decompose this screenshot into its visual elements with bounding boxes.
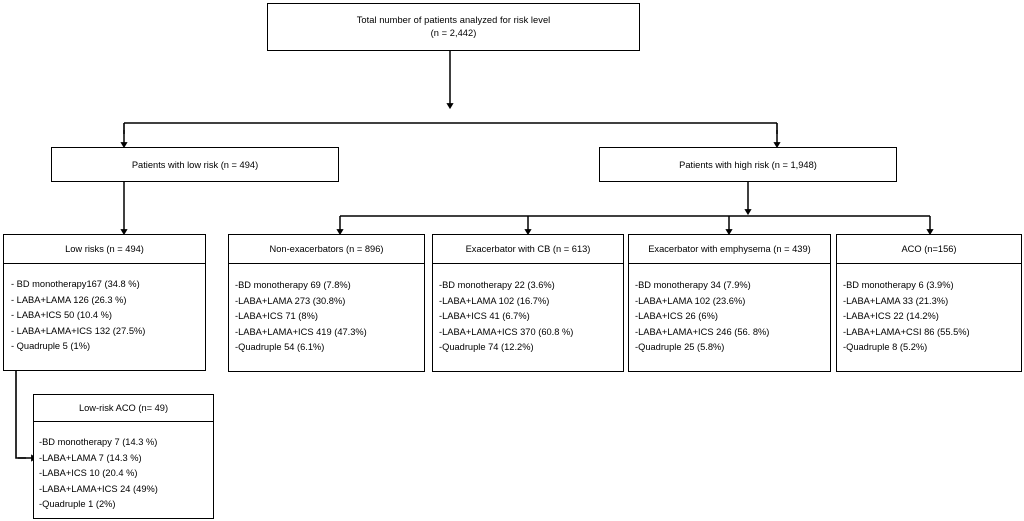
list-item: - LABA+LAMA+ICS 132 (27.5%) — [11, 325, 146, 336]
list-item: -BD monotherapy 7 (14.3 %) — [39, 437, 158, 447]
group-exacerbator-cb-header: Exacerbator with CB (n = 613) — [433, 235, 623, 264]
list-item: -LABA+LAMA+ICS 24 (49%) — [39, 483, 158, 494]
list-item: - Quadruple 5 (1%) — [11, 341, 91, 352]
root-box-text: Total number of patients analyzed for ri… — [268, 4, 639, 39]
list-item: - LABA+LAMA 126 (26.3 %) — [11, 294, 127, 305]
low-risk-label: Patients with low risk (n = 494) — [131, 160, 259, 170]
group-low-risk-aco: Low-risk ACO (n= 49) -BD monotherapy 7 (… — [33, 394, 214, 519]
group-exacerbator-emphysema: Exacerbator with emphysema (n = 439) -BD… — [628, 234, 831, 372]
list-item: -LABA+LAMA 33 (21.3%) — [843, 295, 949, 306]
group-aco: ACO (n=156) -BD monotherapy 6 (3.9%) -LA… — [836, 234, 1022, 372]
root-title: Total number of patients analyzed for ri… — [356, 15, 551, 25]
group-non-exacerbators-body: -BD monotherapy 69 (7.8%) -LABA+LAMA 273… — [229, 264, 424, 371]
group-non-exacerbators: Non-exacerbators (n = 896) -BD monothera… — [228, 234, 425, 372]
group-exacerbator-emphysema-body: -BD monotherapy 34 (7.9%) -LABA+LAMA 102… — [629, 264, 830, 371]
connector-low-risks-to-low-risk-aco-path — [15, 371, 26, 459]
list-item: -LABA+ICS 26 (6%) — [635, 311, 718, 322]
group-non-exacerbators-header: Non-exacerbators (n = 896) — [229, 235, 424, 264]
list-item: -LABA+LAMA+CSI 86 (55.5%) — [843, 326, 970, 337]
list-item: - BD monotherapy167 (34.8 %) — [11, 279, 140, 289]
list-item: -LABA+ICS 71 (8%) — [235, 311, 318, 322]
group-low-risks-header: Low risks (n = 494) — [4, 235, 205, 264]
list-item: -Quadruple 8 (5.2%) — [843, 342, 928, 353]
list-item: -LABA+ICS 22 (14.2%) — [843, 311, 939, 322]
list-item: -LABA+ICS 10 (20.4 %) — [39, 468, 138, 479]
list-item: -LABA+LAMA+ICS 419 (47.3%) — [235, 326, 367, 337]
list-item: -LABA+LAMA+ICS 246 (56. 8%) — [635, 326, 770, 337]
root-count: (n = 2,442) — [430, 27, 477, 38]
list-item: -BD monotherapy 22 (3.6%) — [439, 280, 555, 290]
group-aco-header: ACO (n=156) — [837, 235, 1021, 264]
list-item: -LABA+LAMA+ICS 370 (60.8 %) — [439, 326, 574, 337]
list-item: -LABA+ICS 41 (6.7%) — [439, 311, 530, 322]
list-item: -LABA+LAMA 273 (30.8%) — [235, 295, 346, 306]
high-risk-label: Patients with high risk (n = 1,948) — [679, 160, 817, 170]
group-low-risks-body: - BD monotherapy167 (34.8 %) - LABA+LAMA… — [4, 264, 205, 370]
list-item: -LABA+LAMA 102 (16.7%) — [439, 295, 550, 306]
group-exacerbator-cb: Exacerbator with CB (n = 613) -BD monoth… — [432, 234, 624, 372]
list-item: -Quadruple 74 (12.2%) — [439, 342, 534, 353]
list-item: -Quadruple 25 (5.8%) — [635, 342, 725, 353]
list-item: -BD monotherapy 6 (3.9%) — [843, 280, 954, 290]
group-exacerbator-emphysema-header: Exacerbator with emphysema (n = 439) — [629, 235, 830, 264]
group-low-risk-aco-body: -BD monotherapy 7 (14.3 %) -LABA+LAMA 7 … — [34, 422, 213, 518]
group-aco-body: -BD monotherapy 6 (3.9%) -LABA+LAMA 33 (… — [837, 264, 1021, 371]
group-low-risks: Low risks (n = 494) - BD monotherapy167 … — [3, 234, 206, 371]
list-item: -LABA+LAMA 102 (23.6%) — [635, 295, 746, 306]
list-item: -BD monotherapy 69 (7.8%) — [235, 280, 351, 290]
list-item: - LABA+ICS 50 (10.4 %) — [11, 310, 113, 321]
group-exacerbator-cb-body: -BD monotherapy 22 (3.6%) -LABA+LAMA 102… — [433, 264, 623, 371]
group-low-risk-aco-header: Low-risk ACO (n= 49) — [34, 395, 213, 422]
list-item: -Quadruple 54 (6.1%) — [235, 342, 325, 353]
low-risk-box: Patients with low risk (n = 494) — [51, 147, 339, 182]
list-item: -LABA+LAMA 7 (14.3 %) — [39, 452, 142, 463]
list-item: -Quadruple 1 (2%) — [39, 499, 116, 510]
high-risk-box: Patients with high risk (n = 1,948) — [599, 147, 897, 182]
list-item: -BD monotherapy 34 (7.9%) — [635, 280, 751, 290]
root-box: Total number of patients analyzed for ri… — [267, 3, 640, 51]
